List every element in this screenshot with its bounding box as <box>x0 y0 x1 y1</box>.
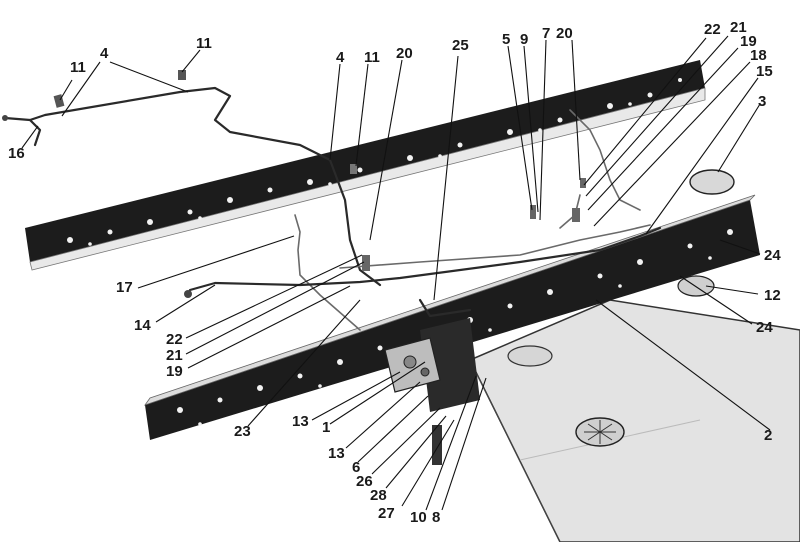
callout-19-left: 19 <box>166 363 183 380</box>
callout-12: 12 <box>764 287 781 304</box>
tee-fitting <box>362 255 370 271</box>
callout-9: 9 <box>520 31 528 48</box>
callout-16: 16 <box>8 145 25 162</box>
connector <box>2 115 8 121</box>
fittings <box>2 70 586 298</box>
callout-7: 7 <box>542 25 550 42</box>
callout-18: 18 <box>750 47 767 64</box>
callout-22-left: 22 <box>166 331 183 348</box>
callout-21-top: 21 <box>730 19 747 36</box>
callout-14: 14 <box>134 317 151 334</box>
frame-rail-near <box>143 194 760 440</box>
callout-23: 23 <box>234 423 251 440</box>
callout-28: 28 <box>370 487 387 504</box>
callout-21-left: 21 <box>166 347 183 364</box>
callout-20-mid: 20 <box>396 45 413 62</box>
callout-20-right: 20 <box>556 25 573 42</box>
callout-17: 17 <box>116 279 133 296</box>
clip-fitting <box>178 70 186 80</box>
drain-pipe <box>432 425 442 465</box>
callout-1: 1 <box>322 419 330 436</box>
callout-4-left: 4 <box>100 45 109 62</box>
callout-22-top: 22 <box>704 21 721 38</box>
callout-26: 26 <box>356 473 373 490</box>
callout-13-upper: 13 <box>292 413 309 430</box>
callout-2: 2 <box>764 427 772 444</box>
fuel-tank <box>468 299 800 542</box>
callout-3: 3 <box>758 93 766 110</box>
connector <box>184 290 192 298</box>
valve-fitting <box>572 208 580 222</box>
callout-11-left: 11 <box>70 59 86 76</box>
leader-lines <box>21 35 771 511</box>
callout-24-upper: 24 <box>764 247 781 264</box>
callout-8: 8 <box>432 509 440 526</box>
callout-4-mid: 4 <box>336 49 345 66</box>
callout-11-top: 11 <box>196 35 212 52</box>
callout-11-mid: 11 <box>364 49 380 66</box>
valve-fitting <box>530 205 536 219</box>
callout-5: 5 <box>502 31 510 48</box>
callout-labels: 16 11 4 11 4 11 20 25 5 9 7 20 22 21 19 … <box>8 19 781 526</box>
callout-19-top: 19 <box>740 33 757 50</box>
valve-fitting <box>580 178 586 188</box>
tank-filler <box>507 345 553 367</box>
callout-25: 25 <box>452 37 469 54</box>
clip-fitting <box>350 164 357 174</box>
frame-rail-far <box>25 60 706 271</box>
end-cover <box>689 169 735 195</box>
callout-27: 27 <box>378 505 395 522</box>
pipelines <box>3 86 662 331</box>
callout-13-lower: 13 <box>328 445 345 462</box>
callout-6: 6 <box>352 459 360 476</box>
callout-15: 15 <box>756 63 773 80</box>
callout-10: 10 <box>410 509 427 526</box>
callout-24-lower: 24 <box>756 319 773 336</box>
